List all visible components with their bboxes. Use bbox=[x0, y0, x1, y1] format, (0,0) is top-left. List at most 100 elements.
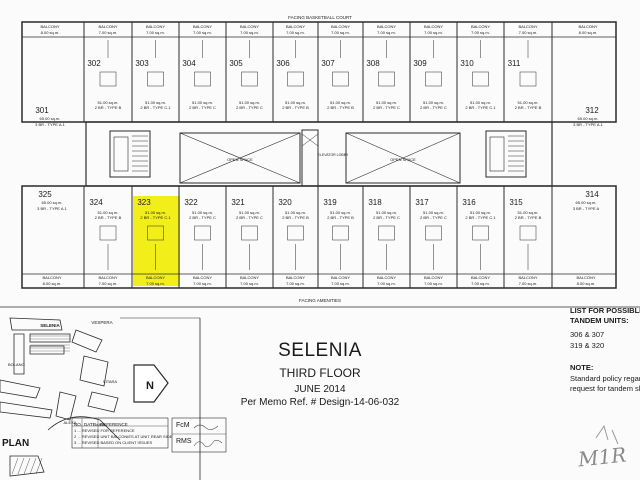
memo-reference: Per Memo Ref. # Design-14-06-032 bbox=[240, 397, 400, 408]
unit-area: 65.00 sq.m. bbox=[42, 200, 63, 205]
unit-bath bbox=[241, 71, 258, 87]
revision-header-date: DATE bbox=[84, 422, 96, 427]
keymap-label-selenia: SELENIA bbox=[40, 323, 60, 328]
unit-type: 2 BR - TYPE C bbox=[420, 105, 447, 110]
balcony-area: 7.00 sq.m. bbox=[424, 281, 443, 286]
unit-number: 319 bbox=[323, 198, 337, 207]
unit-area: 51.00 sq.m. bbox=[98, 210, 119, 215]
balcony-label: BALCONY bbox=[240, 275, 259, 280]
revision-header-no: NO. bbox=[74, 422, 83, 427]
unit-bath bbox=[287, 225, 304, 241]
unit-type: 2 BR - TYPE C bbox=[420, 215, 447, 220]
unit-area: 51.00 sq.m. bbox=[470, 210, 491, 215]
balcony-area: 7.00 sq.m. bbox=[519, 281, 538, 286]
unit-type: 3 BR - TYPE A.1 bbox=[35, 122, 65, 127]
keymap-label-sitara: SITARA bbox=[103, 379, 117, 384]
handwritten-scribble bbox=[595, 424, 619, 445]
unit-type: 2 BR - TYPE C bbox=[236, 105, 263, 110]
keymap-label-vespera: VESPERA bbox=[91, 320, 112, 325]
unit-bath bbox=[332, 71, 349, 87]
tandem-pair: 306 & 307 bbox=[570, 330, 605, 339]
unit-bath bbox=[425, 71, 442, 87]
unit-number: 308 bbox=[366, 59, 380, 68]
balcony-label: BALCONY bbox=[240, 24, 259, 29]
keymap-block bbox=[29, 333, 71, 343]
unit-area: 51.00 sq.m. bbox=[239, 210, 260, 215]
balcony-label: BALCONY bbox=[471, 275, 490, 280]
unit-type: 2 BR - TYPE B bbox=[327, 215, 354, 220]
plan-date: JUNE 2014 bbox=[294, 384, 346, 395]
unit-bath bbox=[287, 71, 304, 87]
company-logo-hatch bbox=[23, 457, 31, 475]
unit-type: 2 BR - TYPE C bbox=[189, 105, 216, 110]
balcony-label: BALCONY bbox=[578, 24, 597, 29]
keymap-block bbox=[79, 355, 109, 387]
note-title: NOTE: bbox=[570, 363, 594, 372]
note-text: request for tandem sh bbox=[570, 384, 640, 393]
keymap-block bbox=[0, 401, 53, 419]
open-space-east bbox=[345, 132, 461, 184]
balcony-label: BALCONY bbox=[377, 275, 396, 280]
unit-type: 2 BR - TYPE C.1 bbox=[465, 105, 496, 110]
balcony-area: 8.00 sq.m. bbox=[41, 30, 60, 35]
unit-area: 51.00 sq.m. bbox=[285, 100, 306, 105]
east-stair-landing bbox=[489, 136, 505, 172]
unit-bath bbox=[99, 71, 117, 87]
balcony-area: 7.00 sq.m. bbox=[331, 281, 350, 286]
unit-bath bbox=[472, 71, 489, 87]
unit-area: 51.00 sq.m. bbox=[330, 100, 351, 105]
keymap-block bbox=[0, 379, 41, 399]
unit-number: 317 bbox=[415, 198, 429, 207]
balcony-label: BALCONY bbox=[42, 275, 61, 280]
balcony-area: 7.00 sq.m. bbox=[286, 281, 305, 286]
unit-bath bbox=[472, 225, 489, 241]
unit-type: 2 BR - TYPE C.1 bbox=[465, 215, 496, 220]
balcony-area: 7.00 sq.m. bbox=[193, 30, 212, 35]
unit-area: 51.00 sq.m. bbox=[423, 100, 444, 105]
approval-signature bbox=[193, 440, 223, 448]
balcony-area: 7.00 sq.m. bbox=[99, 30, 118, 35]
revision-row: 2 ... REVISED UNIT BALCONIES AT UNIT REA… bbox=[74, 434, 173, 439]
unit-type: 3 BR - TYPE A.1 bbox=[573, 122, 603, 127]
unit-area: 51.00 sq.m. bbox=[518, 100, 539, 105]
south-wing-outline bbox=[21, 185, 617, 289]
balcony-label: BALCONY bbox=[424, 275, 443, 280]
revision-row: 3 ... REVISED BASED ON CLIENT ISSUES bbox=[74, 440, 153, 445]
unit-bath bbox=[194, 71, 211, 87]
balcony-area: 8.00 sq.m. bbox=[579, 30, 598, 35]
unit-area: 51.00 sq.m. bbox=[192, 100, 213, 105]
balcony-label: BALCONY bbox=[146, 24, 165, 29]
keymap-label-alexa: ALEXA bbox=[64, 420, 77, 425]
unit-number: 318 bbox=[368, 198, 382, 207]
unit-number: 316 bbox=[462, 198, 476, 207]
open-space-west-label: OPEN SPACE bbox=[227, 157, 253, 162]
tandem-pair: 319 & 320 bbox=[570, 341, 605, 350]
company-logo-hatch bbox=[17, 457, 25, 475]
open-space-east-cross bbox=[345, 132, 461, 184]
unit-bath bbox=[378, 225, 395, 241]
balcony-label: BALCONY bbox=[286, 24, 305, 29]
keymap-road bbox=[47, 416, 121, 441]
balcony-area: 7.00 sq.m. bbox=[146, 281, 165, 286]
unit-type: 2 BR - TYPE B bbox=[282, 215, 309, 220]
unit-area: 51.00 sq.m. bbox=[330, 210, 351, 215]
balcony-label: BALCONY bbox=[518, 275, 537, 280]
open-space-east-label: OPEN SPACE bbox=[390, 157, 416, 162]
unit-number: 323 bbox=[137, 198, 151, 207]
balcony-label: BALCONY bbox=[377, 24, 396, 29]
east-stair bbox=[485, 130, 527, 178]
unit-bath bbox=[147, 71, 164, 87]
facing-top-label: FACING BASKETBALL COURT bbox=[288, 15, 352, 20]
keymap-block bbox=[55, 391, 77, 421]
unit-number: 310 bbox=[460, 59, 474, 68]
unit-area: 65.00 sq.m. bbox=[578, 116, 599, 121]
facing-bottom-label: FACING AMENITIES bbox=[299, 298, 341, 303]
balcony-label: BALCONY bbox=[40, 24, 59, 29]
unit-number: 325 bbox=[38, 190, 52, 199]
company-logo-hatch bbox=[11, 457, 19, 475]
balcony-area: 7.00 sq.m. bbox=[331, 30, 350, 35]
unit-area: 51.00 sq.m. bbox=[192, 210, 213, 215]
unit-type: 2 BR - TYPE C.1 bbox=[140, 105, 171, 110]
balcony-area: 7.00 sq.m. bbox=[286, 30, 305, 35]
